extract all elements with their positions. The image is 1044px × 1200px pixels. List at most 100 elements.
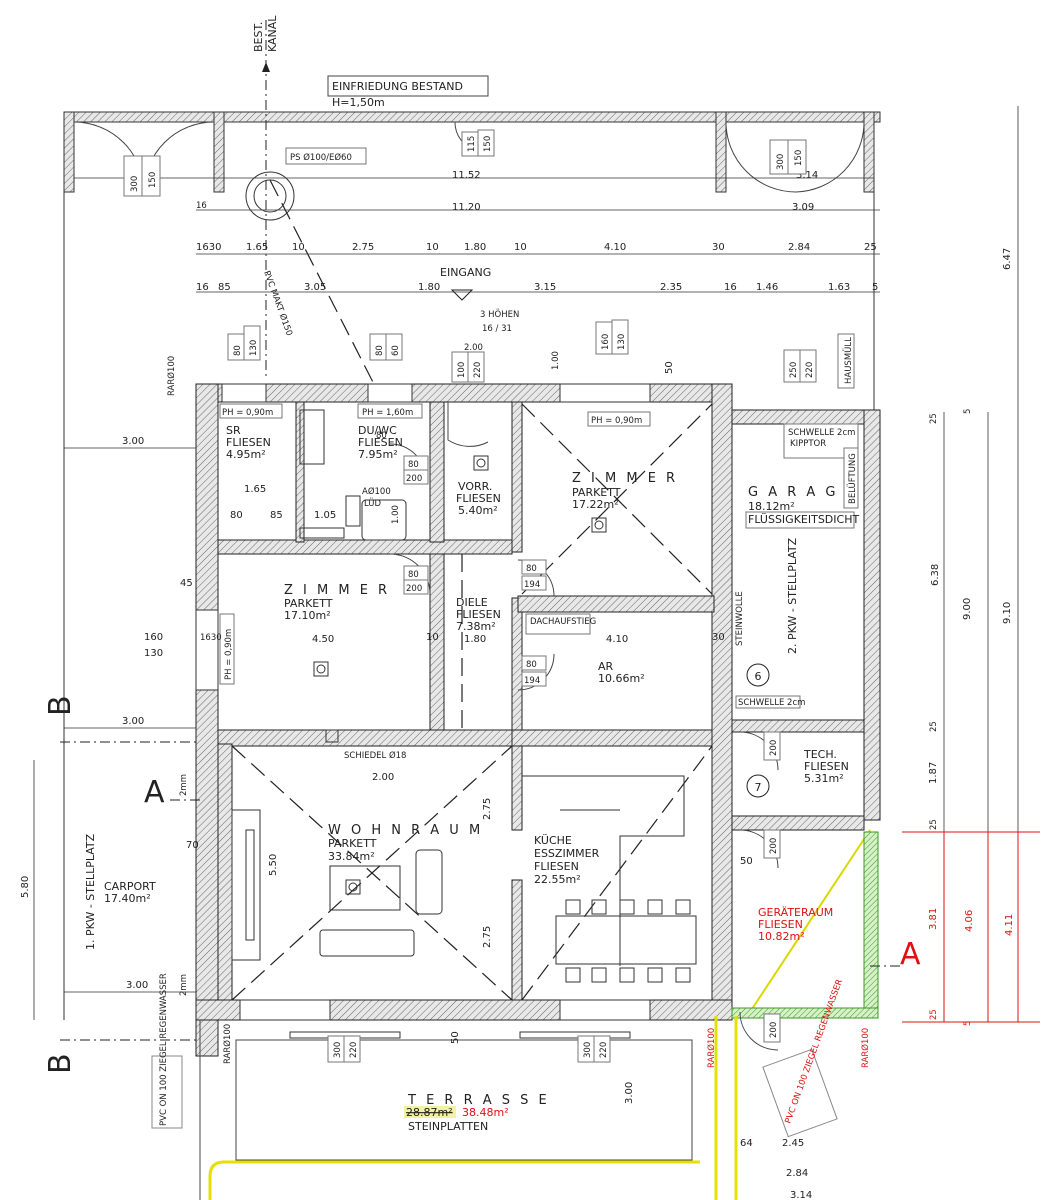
tag-w-2: 80 (408, 460, 419, 470)
tag-h-1: 60 (391, 345, 401, 356)
terrasse-name: T E R R A S S E (407, 1093, 550, 1108)
dim-wall-8: 160 (144, 632, 163, 643)
dim-r2-2: 3.05 (304, 282, 326, 293)
tag-h-pair-5: 200 (769, 838, 779, 854)
garage-floor: FLÜSSIGKEITSDICHT (748, 513, 859, 526)
circle-7-label: 7 (755, 781, 762, 794)
dim-r1-5: 1.80 (464, 242, 486, 253)
tech-name: TECH. (803, 748, 837, 761)
zimmer-w-name: Z I M M E R (284, 583, 390, 598)
tag-w-5: 160 (601, 334, 611, 350)
dim-right-6: 4.06 (964, 910, 975, 932)
tag-w-2b: 80 (376, 431, 387, 441)
stufen-label-2: 16 / 31 (482, 324, 512, 334)
light-symbols (313, 455, 607, 895)
tech-schwelle: SCHWELLE 2cm (738, 698, 805, 708)
tag-h-11: 1.00 (391, 505, 401, 524)
tag-h-pair-6: 200 (769, 1022, 779, 1038)
windows (195, 383, 651, 1039)
tech-area: 5.31m² (804, 772, 844, 785)
einfriedung-label: EINFRIEDUNG BESTAND (332, 80, 463, 93)
tag-w-1: 80 (375, 345, 385, 356)
dim-top-small: 16 (196, 201, 207, 211)
zimmer-w-ph: PH = 0,90m (224, 629, 234, 680)
kueche-area: 22.55m² (534, 873, 581, 886)
diele-floor: FLIESEN (456, 608, 501, 621)
dim-r1-6: 10 (514, 242, 527, 253)
tag-h-9: 2.00 (464, 343, 483, 353)
dim-right-10: 25 (929, 819, 939, 830)
dim-wall-13: 2.00 (372, 772, 394, 783)
dim-right-1: 6.38 (930, 564, 941, 586)
kueche-name: KÜCHE (534, 834, 572, 847)
tag-h-0: 130 (249, 340, 259, 356)
kueche-floor: FLIESEN (534, 860, 579, 873)
lud-label: AØ100 (362, 486, 391, 497)
dim-left-v: 5.80 (20, 876, 31, 898)
ar-area: 10.66m² (598, 672, 645, 685)
dim-r1-0: 1630 (196, 242, 221, 253)
dim-r2-8: 1.63 (828, 282, 850, 293)
dimension-lines-red (902, 831, 1040, 1023)
tag-h-7b: 150 (483, 136, 493, 152)
dim-wall-4: 80 (230, 510, 243, 521)
tag-h-7: 150 (794, 150, 804, 166)
dim-wall-5: 85 (270, 510, 283, 521)
zimmer-w-floor: PARKETT (284, 597, 333, 610)
dim-r2-3: 1.80 (418, 282, 440, 293)
garage-name: G A R A G E (748, 485, 857, 500)
dim-wall-9: 130 (144, 648, 163, 659)
sr-floor: FLIESEN (226, 436, 271, 449)
tag-h-pair-2: 194 (524, 580, 540, 590)
header-texts: EINFRIEDUNG BESTAND H=1,50m BEST. KANAL … (252, 15, 855, 389)
dim-right-12: 5 (963, 409, 973, 414)
zimmer-ne-name: Z I M M E R (572, 471, 678, 486)
wohnraum-floor: PARKETT (328, 837, 377, 850)
tag-w-0: 80 (233, 345, 243, 356)
duwc-ph: PH = 1,60m (362, 408, 413, 418)
tag-h-5c: 220 (599, 1042, 609, 1058)
vorr-name: VORR. (458, 480, 492, 493)
kanal-label-1: BEST. (252, 22, 265, 52)
diele-area: 7.38m² (456, 620, 496, 633)
pvc-bottom-label: PVC ON 100 ZIEGEL REGENWASSER (159, 973, 169, 1126)
dim-r2-6: 16 (724, 282, 737, 293)
duwc-area: 7.95m² (358, 448, 398, 461)
dim-wall-22: 64 (740, 1138, 753, 1149)
dim-right-3: 9.10 (1002, 602, 1013, 624)
steinwolle-label: STEINWOLLE (735, 591, 745, 646)
dim-wall-11: 1.80 (464, 634, 486, 645)
tech-floor: FLIESEN (804, 760, 849, 773)
rar-label-3: RARØ100 (706, 1028, 717, 1068)
dim-wall-17: 2.75 (482, 926, 493, 948)
dimension-texts: 11.52 11.20 3.09 3.14 16 1630 1.65 10 2.… (20, 170, 1015, 1200)
tag-w-4: 80 (526, 564, 537, 574)
duwc-name: DU/WC (358, 424, 397, 437)
terrasse-area: 38.48m² (462, 1106, 509, 1119)
room-diagonals (231, 179, 871, 1013)
dim-wall-19: 50 (740, 856, 753, 867)
tag-w-10: 300 (583, 1042, 593, 1058)
tag-h-3: 100 (457, 362, 467, 378)
wohnraum-name: W O H N R A U M (328, 823, 483, 838)
tag-h-5: 220 (805, 362, 815, 378)
dim-wall-37: 2mm (179, 974, 189, 996)
stufen-label-1: 3 HÖHEN (480, 309, 519, 320)
stellplatz2-name: 2. PKW - STELLPLATZ (786, 537, 799, 654)
tag-w-6: 250 (789, 362, 799, 378)
dim-right-7: 4.11 (1004, 914, 1015, 936)
tag-h-6: 150 (148, 172, 158, 188)
dim-right-8: 25 (929, 413, 939, 424)
section-markers: A A B B (43, 695, 921, 1074)
ar-name: AR (598, 660, 614, 673)
geraeteraum-name: GERÄTERAUM (758, 906, 833, 919)
dim-wall-27: 10 (426, 632, 439, 643)
interior-walls (217, 401, 715, 1001)
section-b-top: B (43, 695, 78, 716)
hausmuell-label: HAUSMÜLL (843, 337, 854, 384)
geraeteraum-floor: FLIESEN (758, 918, 803, 931)
tag-h-4: 130 (617, 334, 627, 350)
tag-w-8: 300 (776, 154, 786, 170)
tag-w-9: 300 (333, 1042, 343, 1058)
kueche-sub: ESSZIMMER (534, 847, 600, 860)
